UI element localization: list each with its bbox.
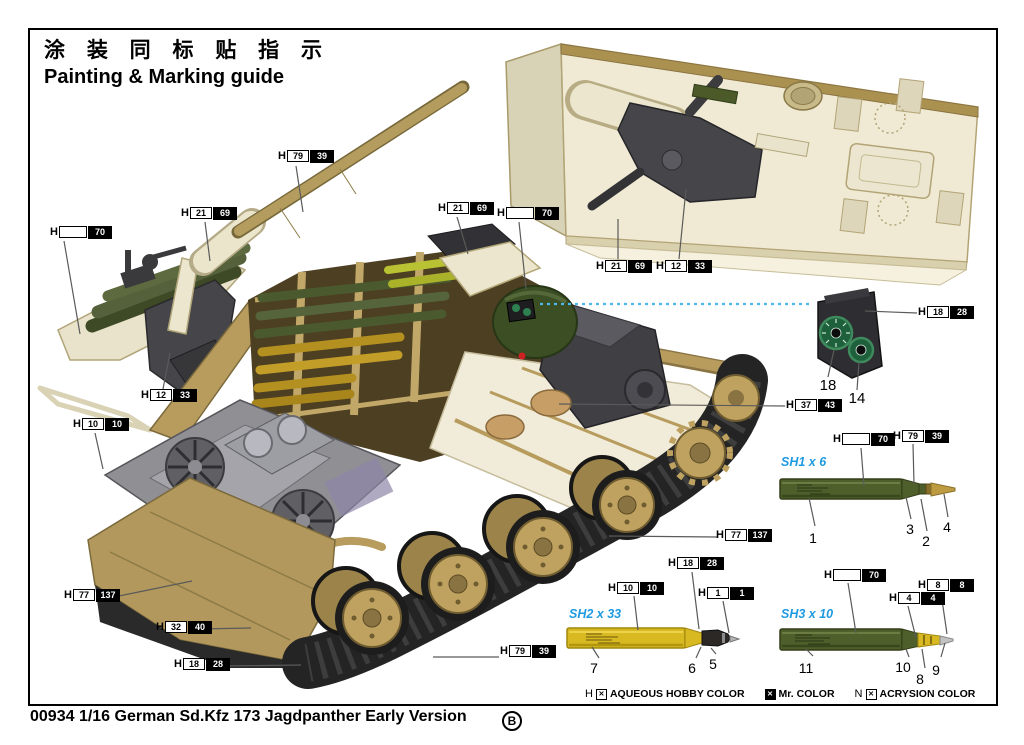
shell-sh1-label: SH1 x 6 [781,455,827,469]
page-title-block: 涂 装 同 标 贴 指 示 Painting & Marking guide [44,34,330,89]
shell-sh3-illustration [779,628,954,651]
part-callout-number: 6 [688,660,696,676]
part-callout-number: 3 [906,521,914,537]
part-callout-number: 7 [590,660,598,676]
shell-sh2-illustration [566,627,741,649]
legend-prefix: H [585,688,593,700]
part-callout-number: 10 [895,659,911,675]
interior-roof-illustration [505,42,979,286]
legend-item-mr-color: ✕ Mr. COLOR [764,688,835,700]
engine-fan [165,437,225,497]
part-callout-number: 9 [932,662,940,678]
part-callout-number: 14 [848,390,866,407]
shell-sh1-illustration [779,478,956,500]
shell-sh2-label: SH2 x 33 [569,607,622,621]
leader-lines [63,165,949,669]
part-callout-number: 2 [922,533,930,549]
legend-item-acrysion: N✕ ACRYSION COLOR [855,688,976,700]
white-x-box-icon: ✕ [865,688,877,700]
legend-label: AQUEOUS HOBBY COLOR [609,688,745,700]
part-callout-number: 5 [709,656,717,672]
black-x-box-icon: ✕ [764,688,776,700]
part-callout-number: 8 [916,671,924,687]
page-letter-badge: B [502,711,522,731]
legend-label: Mr. COLOR [778,688,835,700]
shell-sh3-label: SH3 x 10 [781,607,834,621]
road-wheels [335,470,662,655]
part-callout-number: 18 [819,377,837,394]
page-title-chinese: 涂 装 同 标 贴 指 示 [44,39,331,62]
part-callout-number: 4 [943,519,951,535]
legend-prefix: N [854,688,863,700]
kit-title: 00934 1/16 German Sd.Kfz 173 Jagdpanther… [30,708,467,725]
legend-label: ACRYSION COLOR [879,688,976,700]
white-x-box-icon: ✕ [595,688,607,700]
instrument-panel-illustration [817,288,883,379]
part-callout-number: 11 [798,660,814,676]
guide-border-frame [28,28,998,706]
part-callout-number: 1 [809,530,817,546]
legend-item-aqueous: H✕ AQUEOUS HOBBY COLOR [585,688,745,700]
page-title-english: Painting & Marking guide [44,66,285,88]
paint-brand-legend: H✕ AQUEOUS HOBBY COLOR ✕ Mr. COLOR N✕ AC… [585,688,975,700]
